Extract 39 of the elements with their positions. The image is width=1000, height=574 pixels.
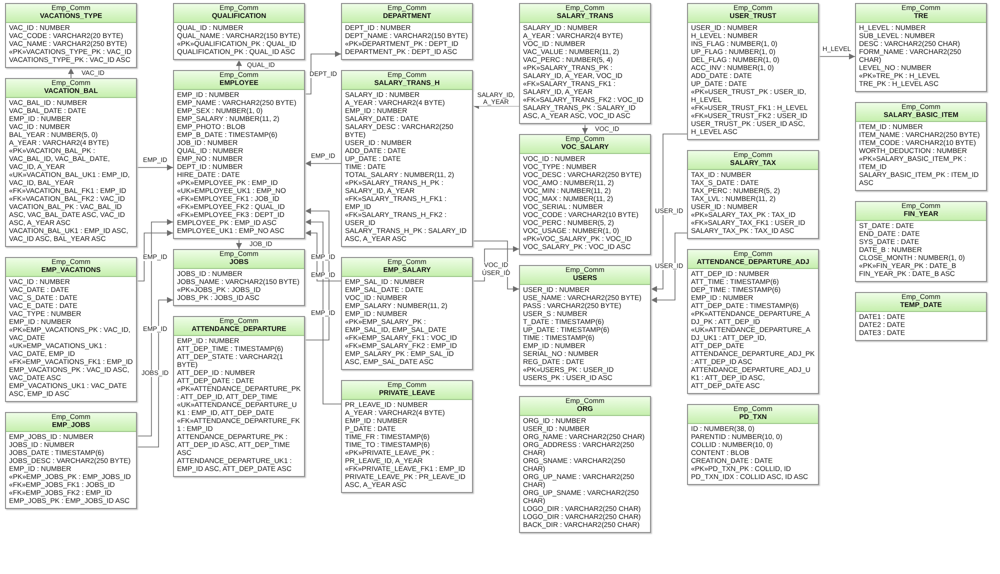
table-card [687,249,819,394]
table-card [687,150,819,239]
table-card [173,316,305,477]
relationship-arrow [304,208,330,340]
table-card [5,78,137,247]
table-card [5,412,137,509]
table-card [341,380,473,493]
relationship-arrow [304,160,342,166]
relationship-arrow [136,297,174,448]
relationship-arrow [68,68,74,78]
table-card [341,257,473,370]
table-card [519,134,651,255]
relationship-arrow [236,238,242,250]
table-card [173,3,305,60]
relationship-arrow [304,219,342,404]
table-card [5,257,137,402]
relationship-arrow [650,232,688,303]
relationship-arrow [582,124,588,134]
table-card [855,102,987,191]
relationship-arrow [136,164,174,170]
table-card [687,3,819,140]
table-card [5,3,137,68]
table-card [341,70,473,247]
relationship-arrow [650,134,688,292]
table-card [519,396,651,533]
table-card [855,292,987,341]
relationship-arrow [818,54,856,60]
table-card [687,404,819,485]
relationship-arrow [136,230,174,282]
table-card [173,249,305,306]
table-card [173,70,305,239]
table-card [855,3,987,92]
table-card [519,265,651,386]
relationship-arrow [304,51,342,94]
table-card [341,3,473,60]
table-card [519,3,651,124]
table-card [855,201,987,282]
relationship-arrow [236,60,242,70]
relationship-arrow [136,219,174,436]
